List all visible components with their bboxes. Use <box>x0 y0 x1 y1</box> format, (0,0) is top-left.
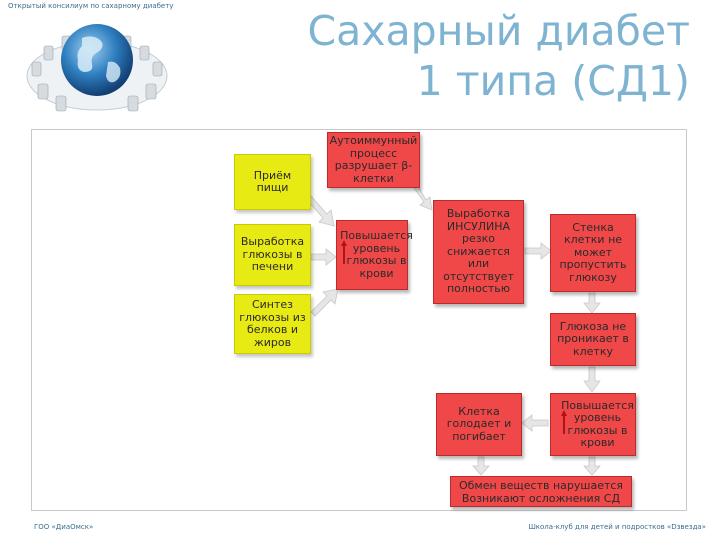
page-title: Сахарный диабет 1 типа (СД1) <box>270 6 690 106</box>
box-autoimmune: Аутоиммунный процесс разрушает β-клетки <box>327 132 420 188</box>
box-metabolism: Обмен веществ нарушается Возникают ослож… <box>450 476 632 507</box>
box-glucose-rises-2: Повышается уровень глюкозы в крови <box>550 393 636 456</box>
box-cell-starves: Клетка голодает и погибает <box>436 393 522 456</box>
box-insulin-drop: Выработка ИНСУЛИНА резко снижается или о… <box>433 200 524 304</box>
box-glucose-rises: Повышается уровень глюкозы в крови <box>336 220 413 290</box>
box-glucose-synthesis: Синтез глюкозы из белков и жиров <box>234 294 311 354</box>
up-arrow-icon-2 <box>561 410 567 434</box>
box-food-intake: Приём пищи <box>234 154 311 210</box>
title-line-2: 1 типа (СД1) <box>416 57 690 105</box>
header-caption: Открытый консилиум по сахарному диабету <box>8 2 174 10</box>
footer-school: Школа-клуб для детей и подростков «Dзвез… <box>528 523 706 531</box>
title-line-1: Сахарный диабет <box>307 7 690 55</box>
box-glucose-no-entry: Глюкоза не проникает в клетку <box>550 313 636 366</box>
up-arrow-icon <box>341 240 347 264</box>
box-cell-wall: Стенка клетки не может пропустить глюкоз… <box>550 214 636 292</box>
footer-organization: ГОО «ДиаОмск» <box>34 523 94 531</box>
box-liver-glucose: Выработка глюкозы в печени <box>234 224 311 286</box>
globe-meeting-illustration <box>26 24 168 112</box>
diagram-frame <box>31 129 687 511</box>
